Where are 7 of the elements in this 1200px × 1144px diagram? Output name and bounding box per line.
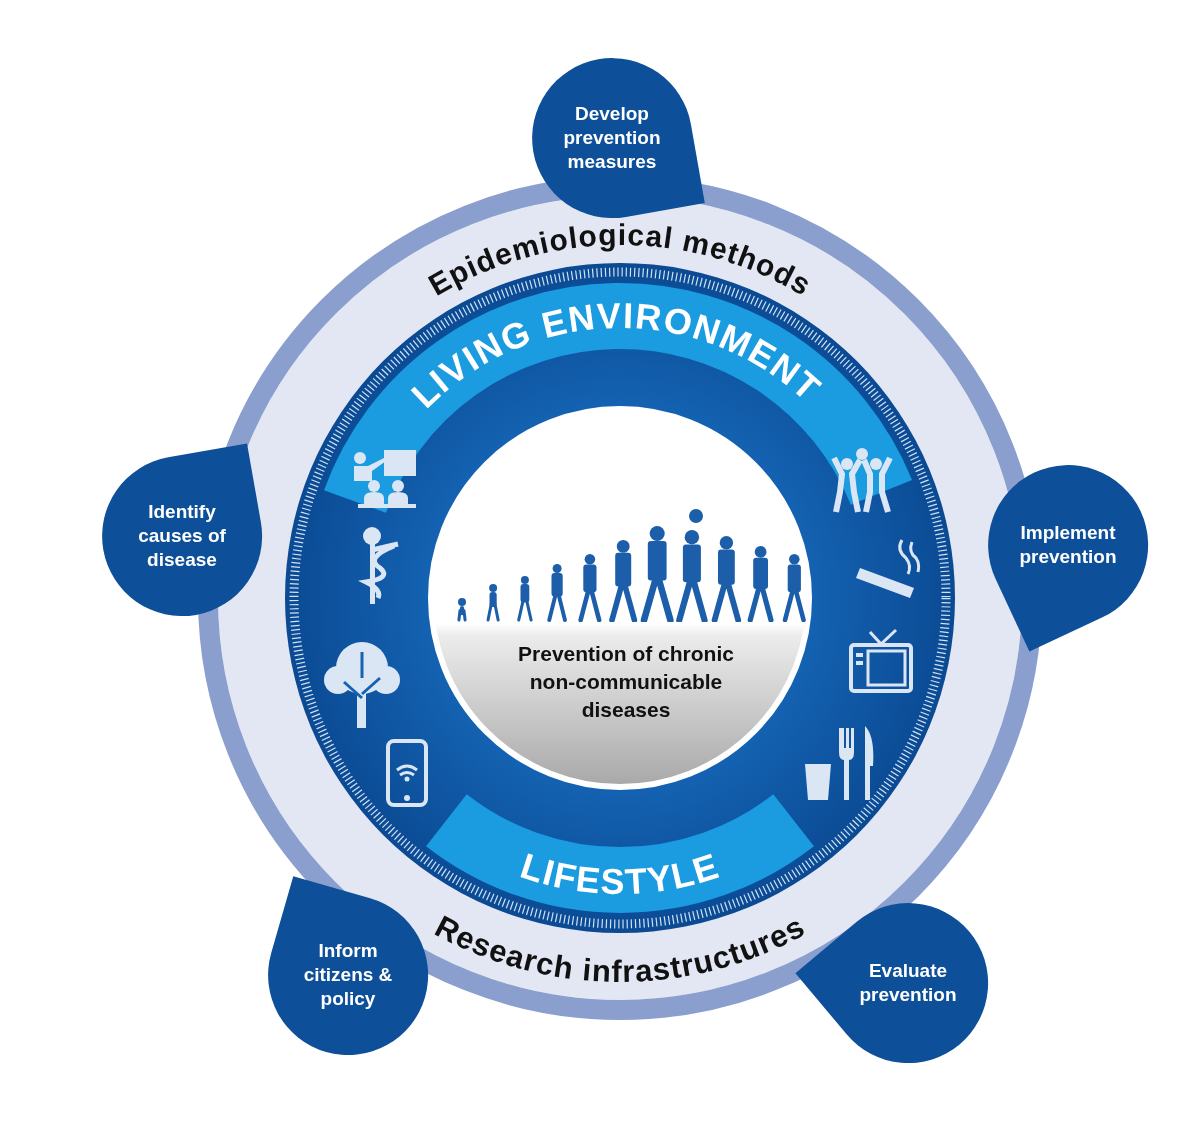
bubble-label: Develop prevention measures bbox=[562, 102, 662, 174]
bubble-label: Evaluate prevention bbox=[858, 959, 958, 1007]
ring-label: LIFESTYLE bbox=[515, 844, 725, 903]
center-text: Prevention of chronic non-communicable diseases bbox=[517, 641, 735, 723]
bubble-label: Identify causes of disease bbox=[137, 500, 227, 572]
bubble-label: Implement prevention bbox=[1018, 521, 1118, 569]
bubble-label: Inform citizens & policy bbox=[302, 939, 394, 1011]
